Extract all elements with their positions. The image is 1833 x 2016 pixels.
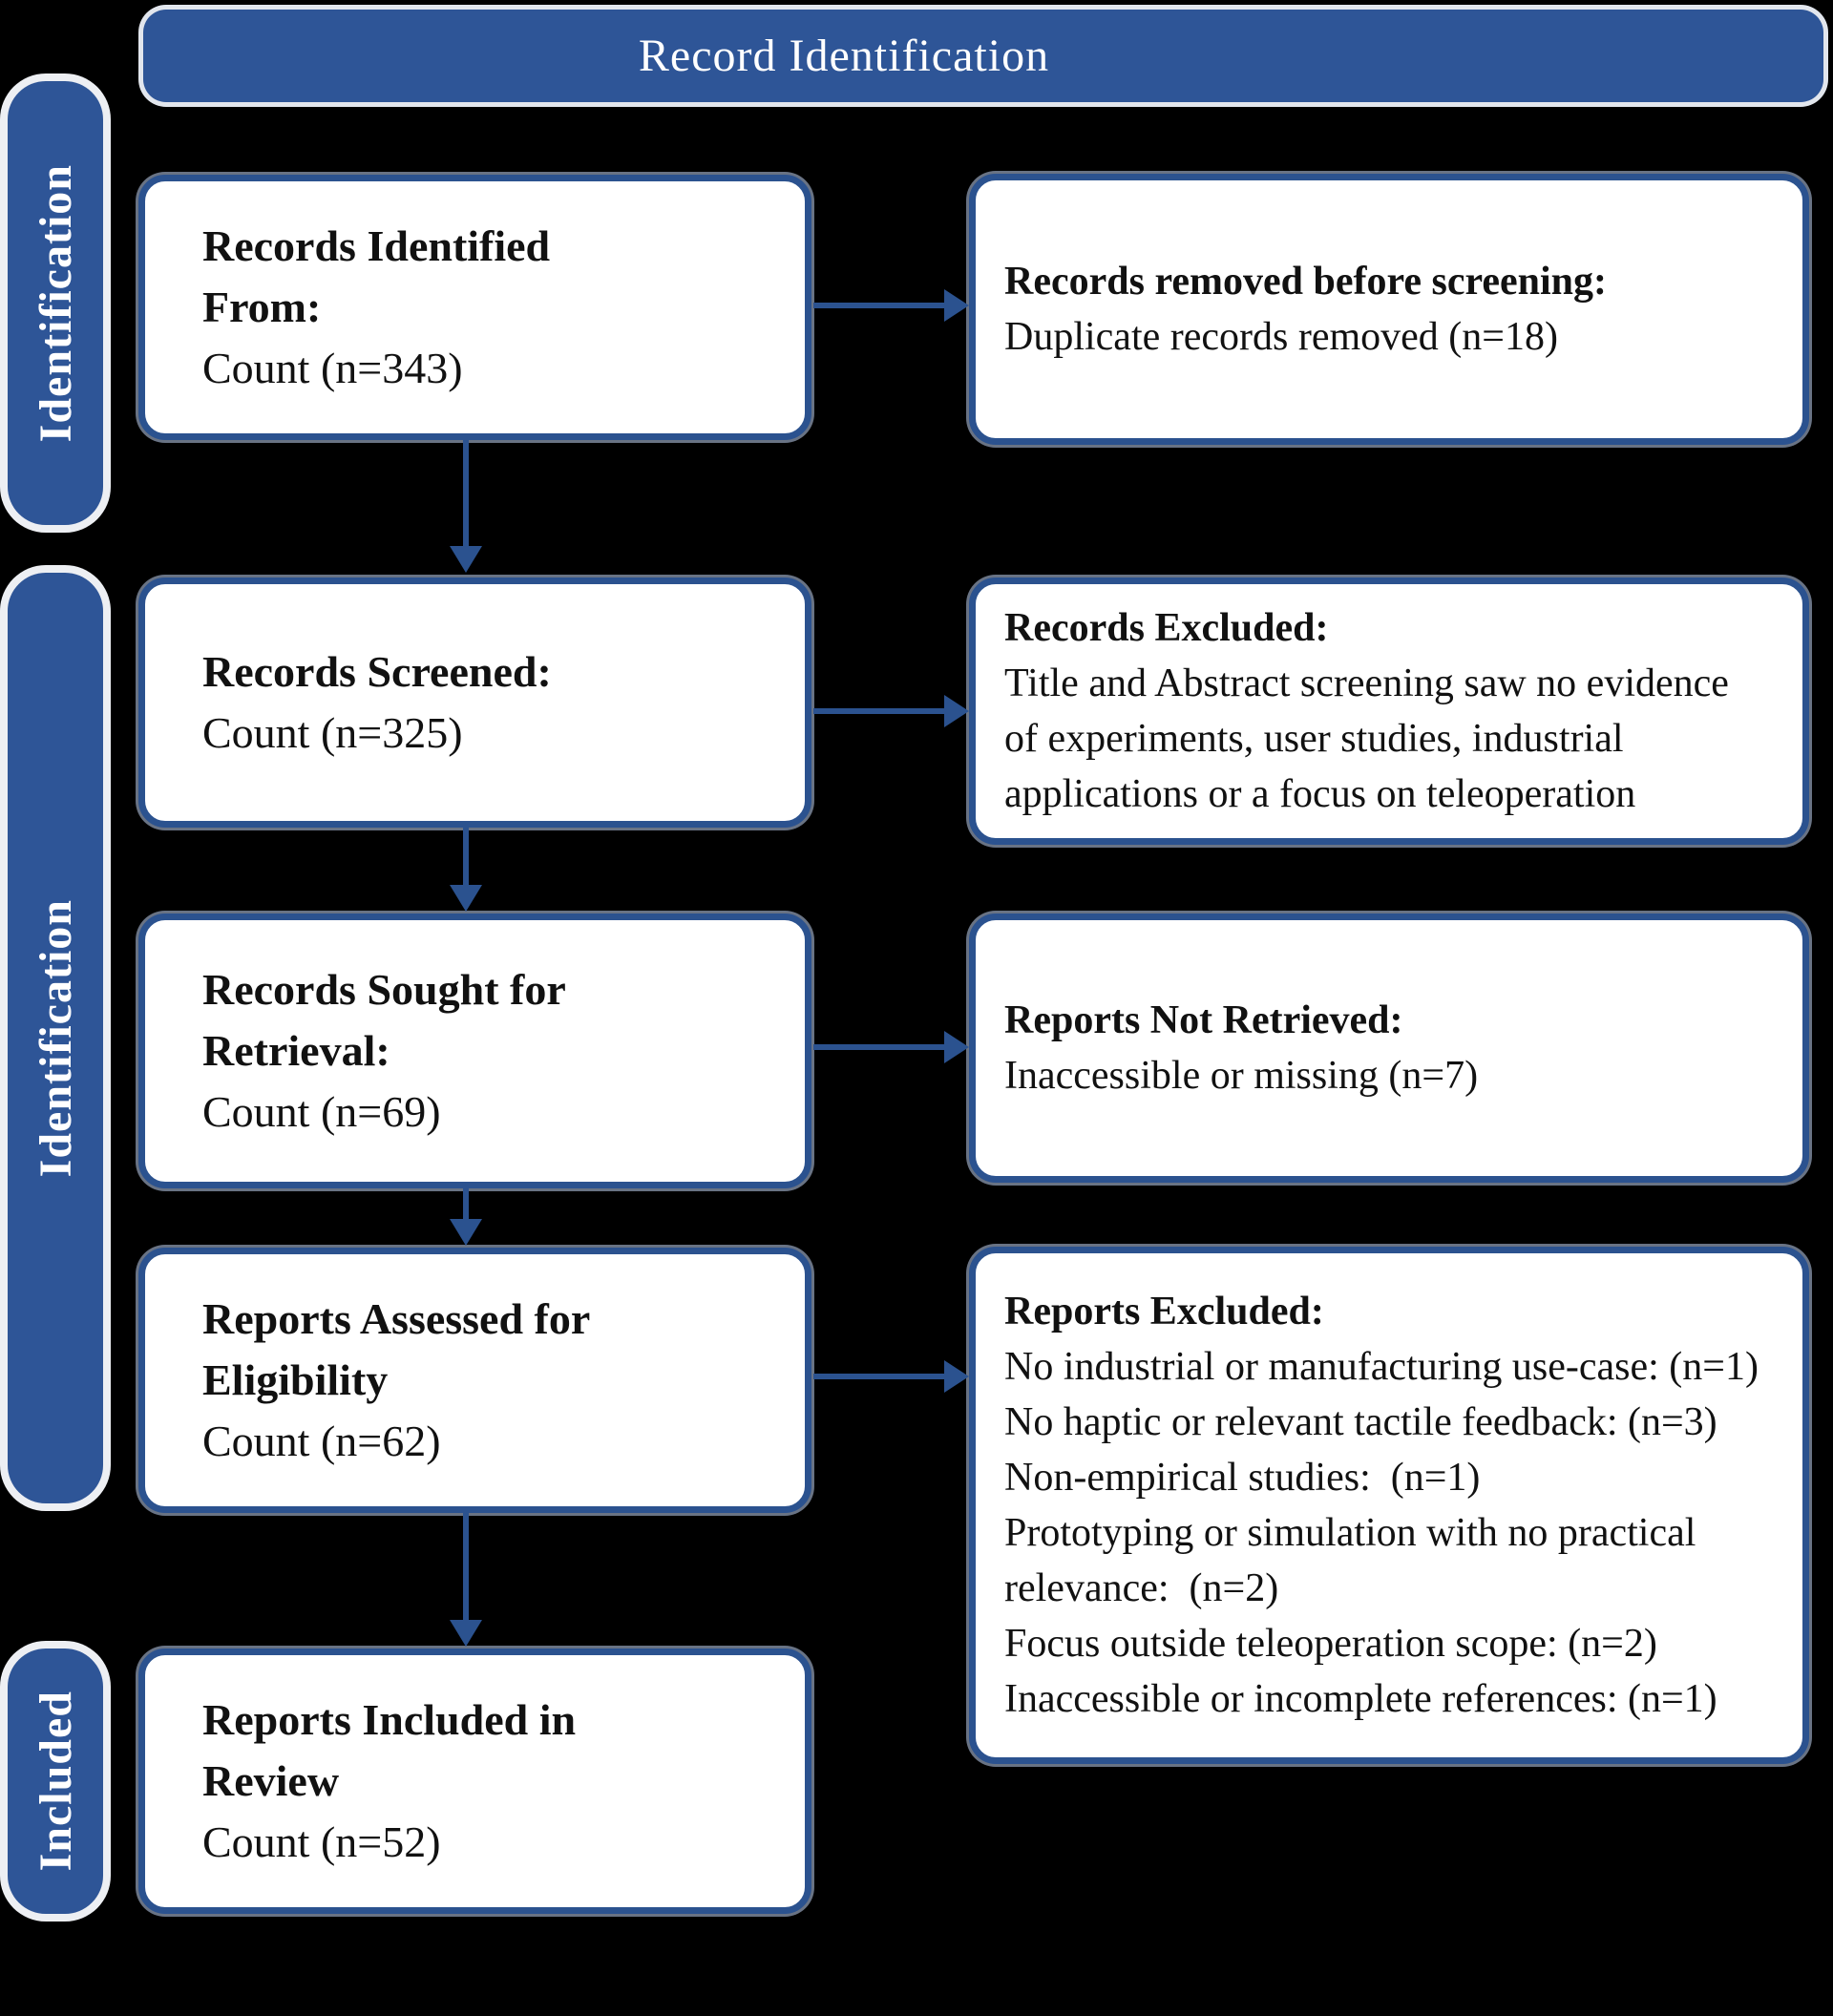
page-title: Record Identification <box>638 31 1050 81</box>
box-reports-not-retrieved: Reports Not Retrieved: Inaccessible or m… <box>969 914 1809 1183</box>
arrow-right-2-head <box>944 695 969 727</box>
box-records-sought-for-retrieval: Records Sought for Retrieval: Count (n=6… <box>138 914 811 1188</box>
box-count: Count (n=52) <box>202 1817 441 1866</box>
arrow-down-4-head <box>450 1620 482 1647</box>
arrow-down-2-head <box>450 885 482 912</box>
stage-label-identification-middle: Identification <box>8 573 103 1503</box>
stage-label-text: Identification <box>30 898 81 1178</box>
stage-label-included: Included <box>8 1648 103 1914</box>
box-records-removed-before-screening: Records removed before screening: Duplic… <box>969 174 1809 445</box>
stage-label-text: Included <box>30 1690 81 1872</box>
arrow-right-2 <box>813 708 944 714</box>
arrow-down-4 <box>463 1513 469 1620</box>
arrow-down-3 <box>463 1188 469 1219</box>
stage-label-identification-top: Identification <box>8 81 103 525</box>
box-text-line: Focus outside teleoperation scope: (n=2) <box>1004 1622 1657 1666</box>
box-text-line: No haptic or relevant tactile feedback: … <box>1004 1400 1717 1444</box>
box-title-line: Reports Assessed for <box>202 1294 591 1343</box>
box-title-line: Reports Included in <box>202 1695 577 1744</box>
box-records-excluded: Records Excluded: Title and Abstract scr… <box>969 578 1809 845</box>
box-count: Count (n=62) <box>202 1417 441 1465</box>
box-text-line: Title and Abstract screening saw no evid… <box>1004 662 1729 705</box>
arrow-right-4-head <box>944 1360 969 1393</box>
arrow-down-1-head <box>450 546 482 573</box>
arrow-right-1-head <box>944 289 969 322</box>
box-title: Records Excluded: <box>1004 606 1329 650</box>
box-text-line: Inaccessible or missing (n=7) <box>1004 1054 1479 1098</box>
box-count: Count (n=343) <box>202 344 463 392</box>
arrow-right-4 <box>813 1374 944 1379</box>
arrow-right-3-head <box>944 1031 969 1063</box>
box-title-line: From: <box>202 283 322 331</box>
box-text-line: No industrial or manufacturing use-case:… <box>1004 1345 1759 1389</box>
box-title: Reports Excluded: <box>1004 1290 1324 1334</box>
box-text-line: Duplicate records removed (n=18) <box>1004 315 1558 359</box>
arrow-down-1 <box>463 440 469 546</box>
box-text-line: of experiments, user studies, industrial <box>1004 717 1624 761</box>
box-text-line: Non-empirical studies: (n=1) <box>1004 1456 1481 1500</box>
box-text-line: relevance: (n=2) <box>1004 1566 1279 1610</box>
box-records-identified: Records Identified From: Count (n=343) <box>138 175 811 440</box>
box-records-screened: Records Screened: Count (n=325) <box>138 578 811 828</box>
box-title-line: Eligibility <box>202 1355 389 1404</box>
arrow-right-3 <box>813 1044 944 1050</box>
header-bar: Record Identification <box>143 10 1823 102</box>
box-title-line: Records Screened: <box>202 647 552 696</box>
box-title-line: Review <box>202 1756 340 1805</box>
box-title: Reports Not Retrieved: <box>1004 998 1403 1042</box>
box-text-line: Prototyping or simulation with no practi… <box>1004 1511 1696 1555</box>
box-count: Count (n=69) <box>202 1087 441 1136</box>
arrow-right-1 <box>813 303 944 308</box>
stage-label-text: Identification <box>30 163 81 443</box>
box-reports-excluded: Reports Excluded: No industrial or manuf… <box>969 1247 1809 1764</box>
box-reports-assessed: Reports Assessed for Eligibility Count (… <box>138 1248 811 1513</box>
box-count: Count (n=325) <box>202 708 463 757</box>
box-text-line: applications or a focus on teleoperation <box>1004 772 1636 816</box>
arrow-down-3-head <box>450 1219 482 1246</box>
box-title-line: Retrieval: <box>202 1026 390 1075</box>
box-title-line: Records Identified <box>202 221 551 270</box>
box-reports-included: Reports Included in Review Count (n=52) <box>138 1648 811 1914</box>
box-title-line: Records Sought for <box>202 965 566 1014</box>
box-title: Records removed before screening: <box>1004 260 1608 304</box>
arrow-down-2 <box>463 828 469 885</box>
box-text-line: Inaccessible or incomplete references: (… <box>1004 1677 1717 1721</box>
